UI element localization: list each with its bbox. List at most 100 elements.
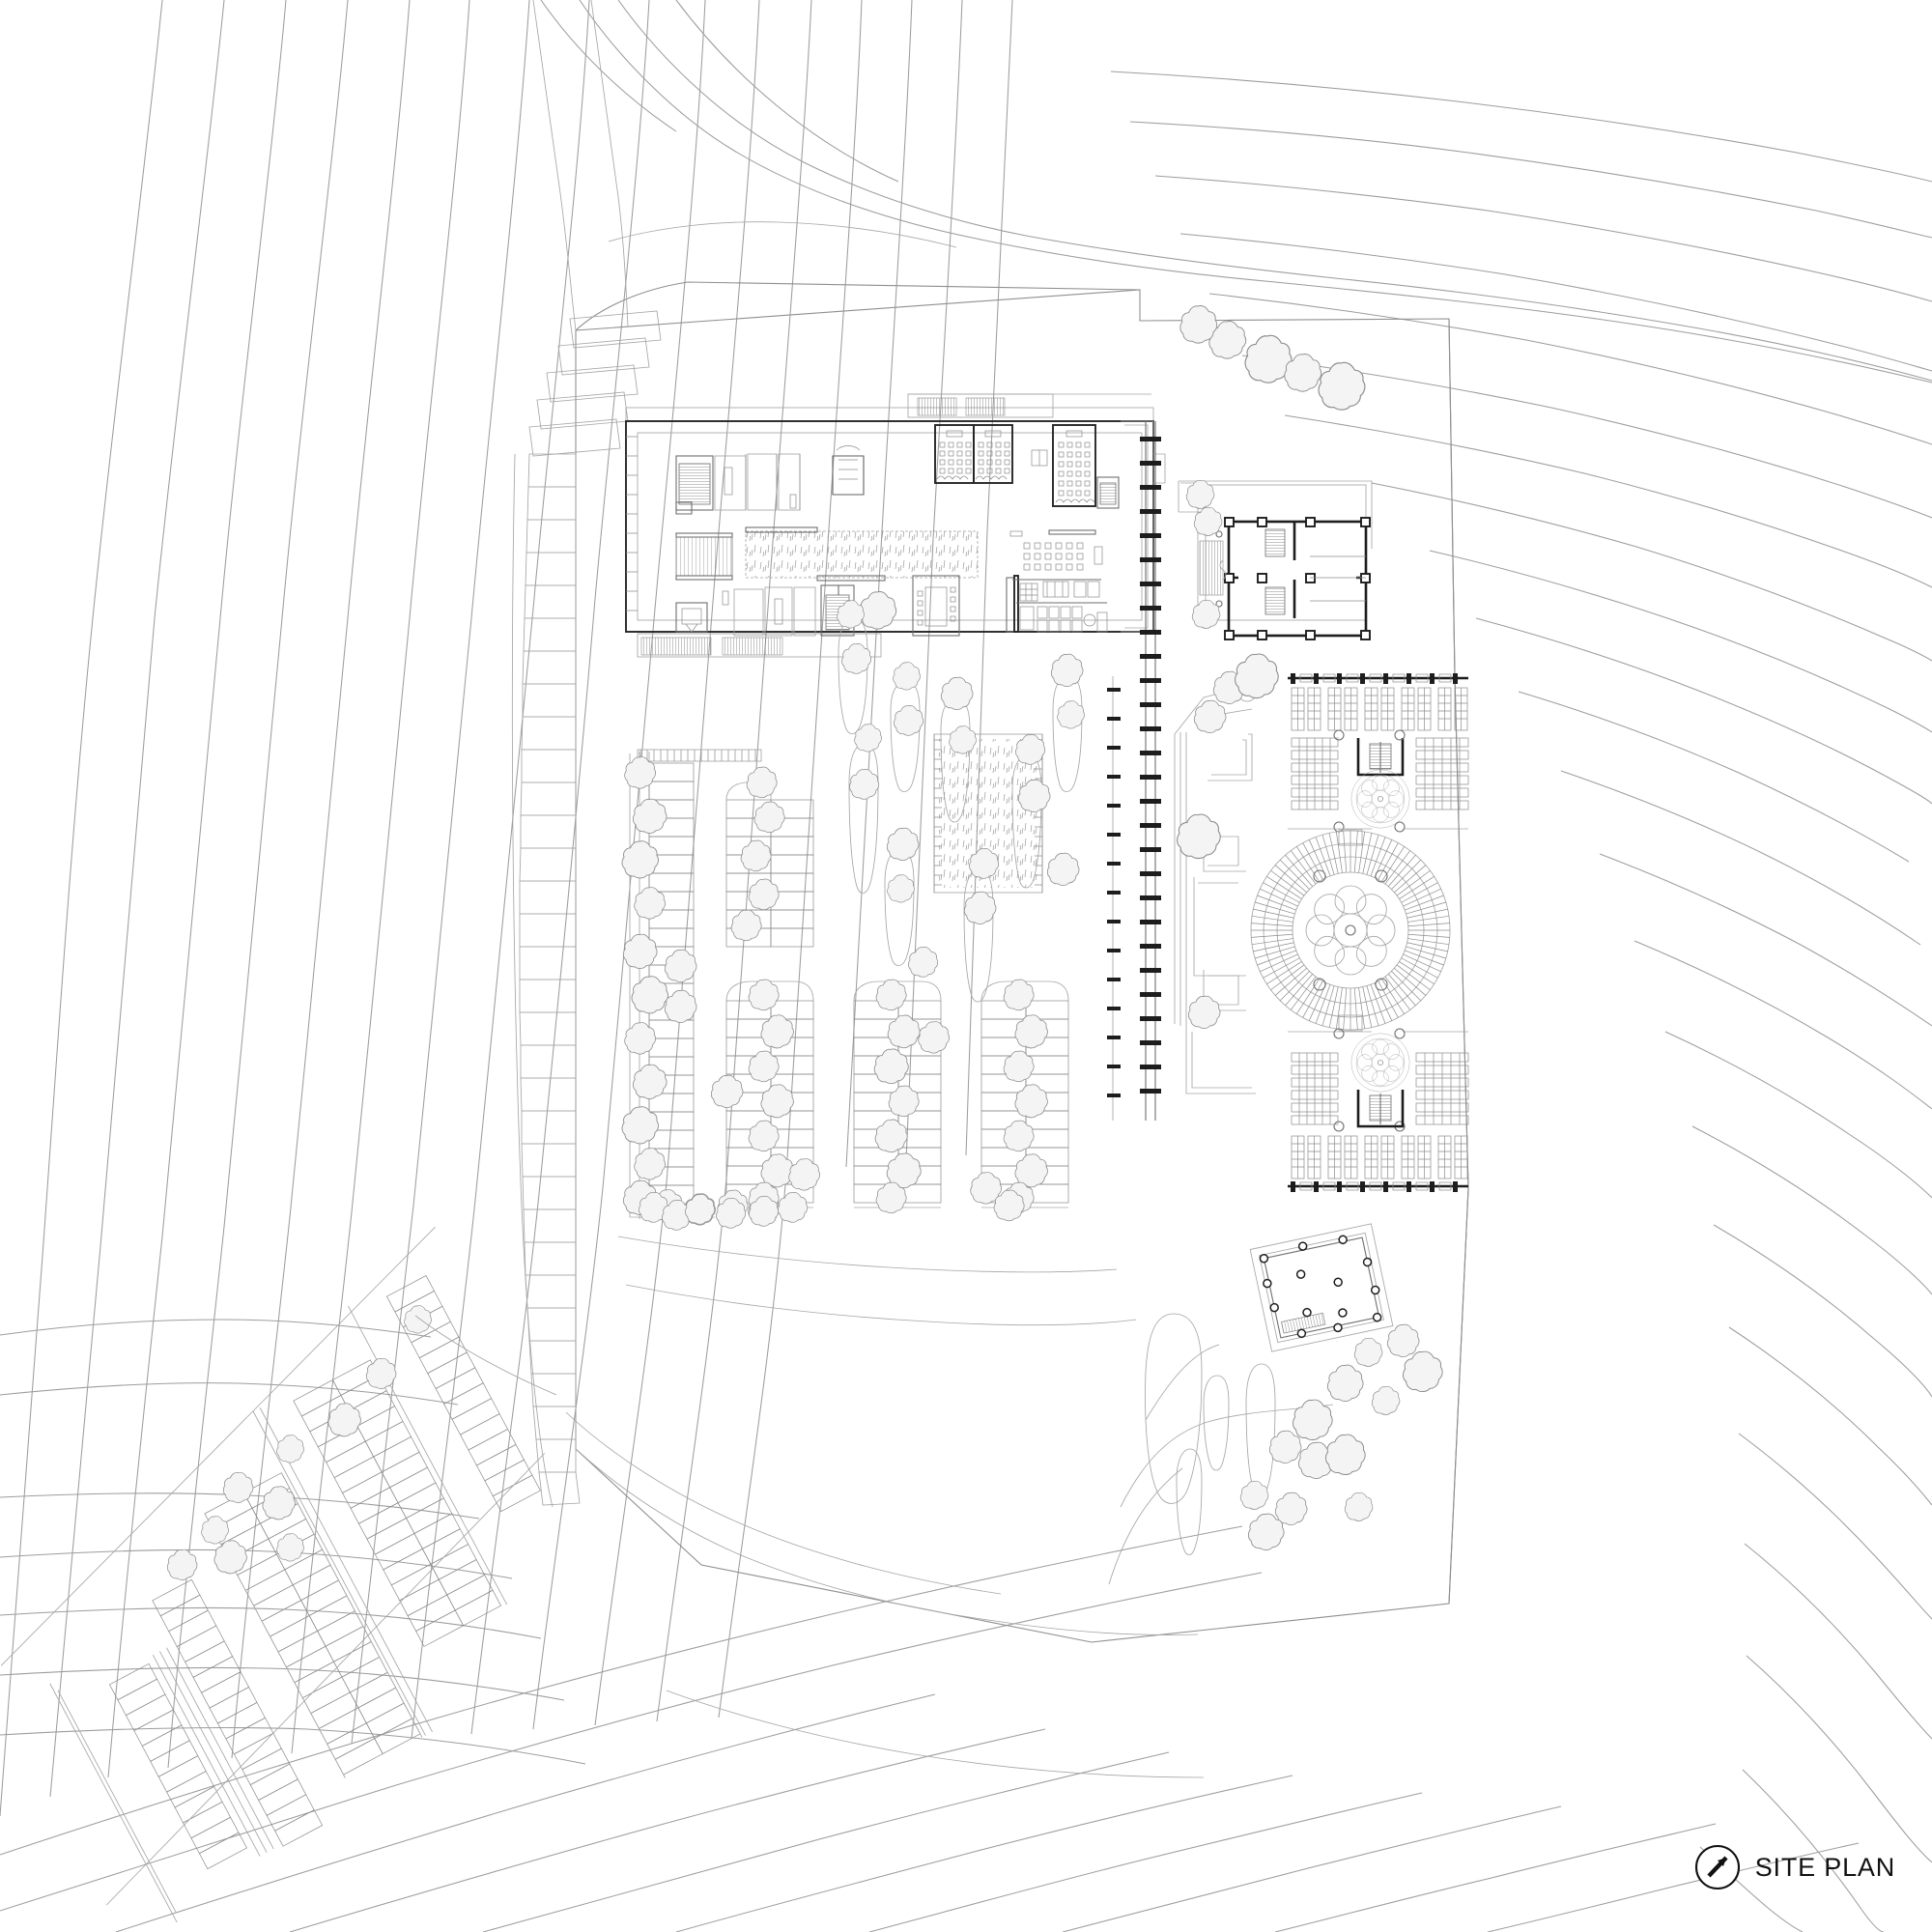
tree-canopy <box>888 1085 920 1118</box>
restroom-block <box>1006 575 1108 633</box>
eastern-lawn-edge <box>1108 1344 1334 1585</box>
tree-canopy <box>1326 1364 1364 1402</box>
rosette-fountain-north <box>1350 769 1410 829</box>
classroom-bank-north <box>934 424 1120 509</box>
tree-canopy <box>276 1435 304 1463</box>
auditorium-upper <box>675 453 801 515</box>
classroom-mid-right <box>1009 529 1103 571</box>
tree-canopy <box>873 1048 909 1085</box>
north-louvre-band <box>907 393 1151 418</box>
tree-canopy <box>276 1533 304 1562</box>
south-colonnade <box>637 633 882 658</box>
tree-canopy <box>1046 852 1080 886</box>
tree-canopy <box>1235 653 1279 699</box>
tree-canopy <box>634 1148 666 1180</box>
tree-canopy <box>201 1516 229 1545</box>
north-pavilion <box>1178 480 1373 640</box>
tree-canopy <box>874 1119 908 1153</box>
tree-canopy <box>841 643 872 674</box>
tree-canopy <box>1177 813 1221 860</box>
tree-canopy <box>949 725 977 754</box>
tree-canopy <box>1057 700 1085 729</box>
tree-canopy <box>664 949 697 982</box>
tree-canopy <box>1324 1434 1366 1476</box>
tree-canopy <box>1050 653 1084 687</box>
tree-canopy <box>1274 1492 1308 1525</box>
tree-canopy <box>1003 979 1035 1011</box>
tree-canopy <box>908 947 939 978</box>
title-block: SITE PLAN <box>1693 1843 1895 1891</box>
tree-canopy <box>1014 1084 1048 1119</box>
tree-canopy <box>1014 1014 1048 1049</box>
tree-canopy <box>327 1403 361 1437</box>
tree-canopy <box>760 1014 794 1049</box>
tree-canopy <box>1402 1350 1443 1393</box>
stair-core-southwest <box>675 602 708 633</box>
tree-canopy <box>262 1486 296 1520</box>
tree-canopy <box>664 989 697 1023</box>
southwest-parking-lot <box>0 1226 546 1923</box>
tree-canopies <box>166 305 1443 1580</box>
tree-canopy <box>849 769 880 800</box>
tree-canopy <box>1386 1323 1420 1357</box>
conference-room <box>912 575 960 637</box>
tree-canopy <box>940 676 974 710</box>
tree-canopy <box>1353 1337 1383 1367</box>
main-building <box>625 393 1166 658</box>
tree-canopy <box>624 1022 656 1055</box>
tree-canopy <box>760 1084 794 1119</box>
tree-canopy <box>963 891 997 924</box>
seating-block <box>675 532 733 581</box>
tree-canopy <box>1239 1480 1269 1510</box>
tree-canopy <box>213 1540 247 1575</box>
tree-canopy <box>740 839 772 872</box>
tree-canopy <box>710 1074 744 1108</box>
tree-canopy <box>753 801 785 834</box>
columbarium-south-court <box>1288 1028 1469 1192</box>
tree-canopy <box>1003 1120 1035 1152</box>
tree-canopy <box>632 798 668 834</box>
tree-canopy <box>222 1471 254 1503</box>
tree-canopy <box>788 1158 820 1191</box>
south-paths <box>414 1315 1205 1778</box>
service-core-upper <box>832 445 865 496</box>
tree-canopy <box>1179 305 1218 344</box>
rotated-corner-pavilion <box>1249 1223 1394 1352</box>
tree-canopy <box>631 976 668 1014</box>
auditorium-lower <box>733 584 855 637</box>
tree-canopy <box>404 1305 432 1334</box>
tree-canopy <box>1344 1492 1374 1521</box>
tree-canopy <box>918 1021 950 1054</box>
rosette-fountain-south <box>1350 1033 1410 1093</box>
north-arrow-icon <box>1694 1844 1740 1890</box>
tree-canopy <box>622 933 658 969</box>
courtyard-tree <box>859 591 897 630</box>
west-terrace-walls <box>1174 675 1266 1094</box>
tree-canopy <box>887 874 915 903</box>
tree-canopy <box>632 1064 668 1099</box>
tree-canopy <box>634 887 666 920</box>
tree-canopy <box>746 766 778 799</box>
tree-canopy <box>887 1014 921 1049</box>
tree-canopy <box>1318 361 1366 411</box>
west-terraced-steps <box>511 310 662 1508</box>
interior-courtyard <box>745 526 979 582</box>
tree-canopy <box>894 705 924 736</box>
tree-canopy <box>166 1548 198 1580</box>
central-rotunda <box>1250 829 1451 1032</box>
tree-canopy <box>748 979 780 1011</box>
planting-beds-east <box>1145 1313 1276 1555</box>
tree-canopy <box>365 1357 397 1389</box>
columbarium-north-court <box>1288 673 1469 833</box>
tree-canopy <box>730 909 762 942</box>
tree-canopy <box>748 878 780 911</box>
access-road <box>532 0 957 331</box>
tree-canopy <box>778 1192 809 1223</box>
tree-canopy <box>893 662 921 691</box>
tree-canopy <box>875 979 907 1011</box>
tree-canopy <box>748 1120 780 1152</box>
tree-canopy <box>1371 1385 1401 1415</box>
tree-canopy <box>886 827 920 861</box>
tree-canopy <box>621 840 659 879</box>
